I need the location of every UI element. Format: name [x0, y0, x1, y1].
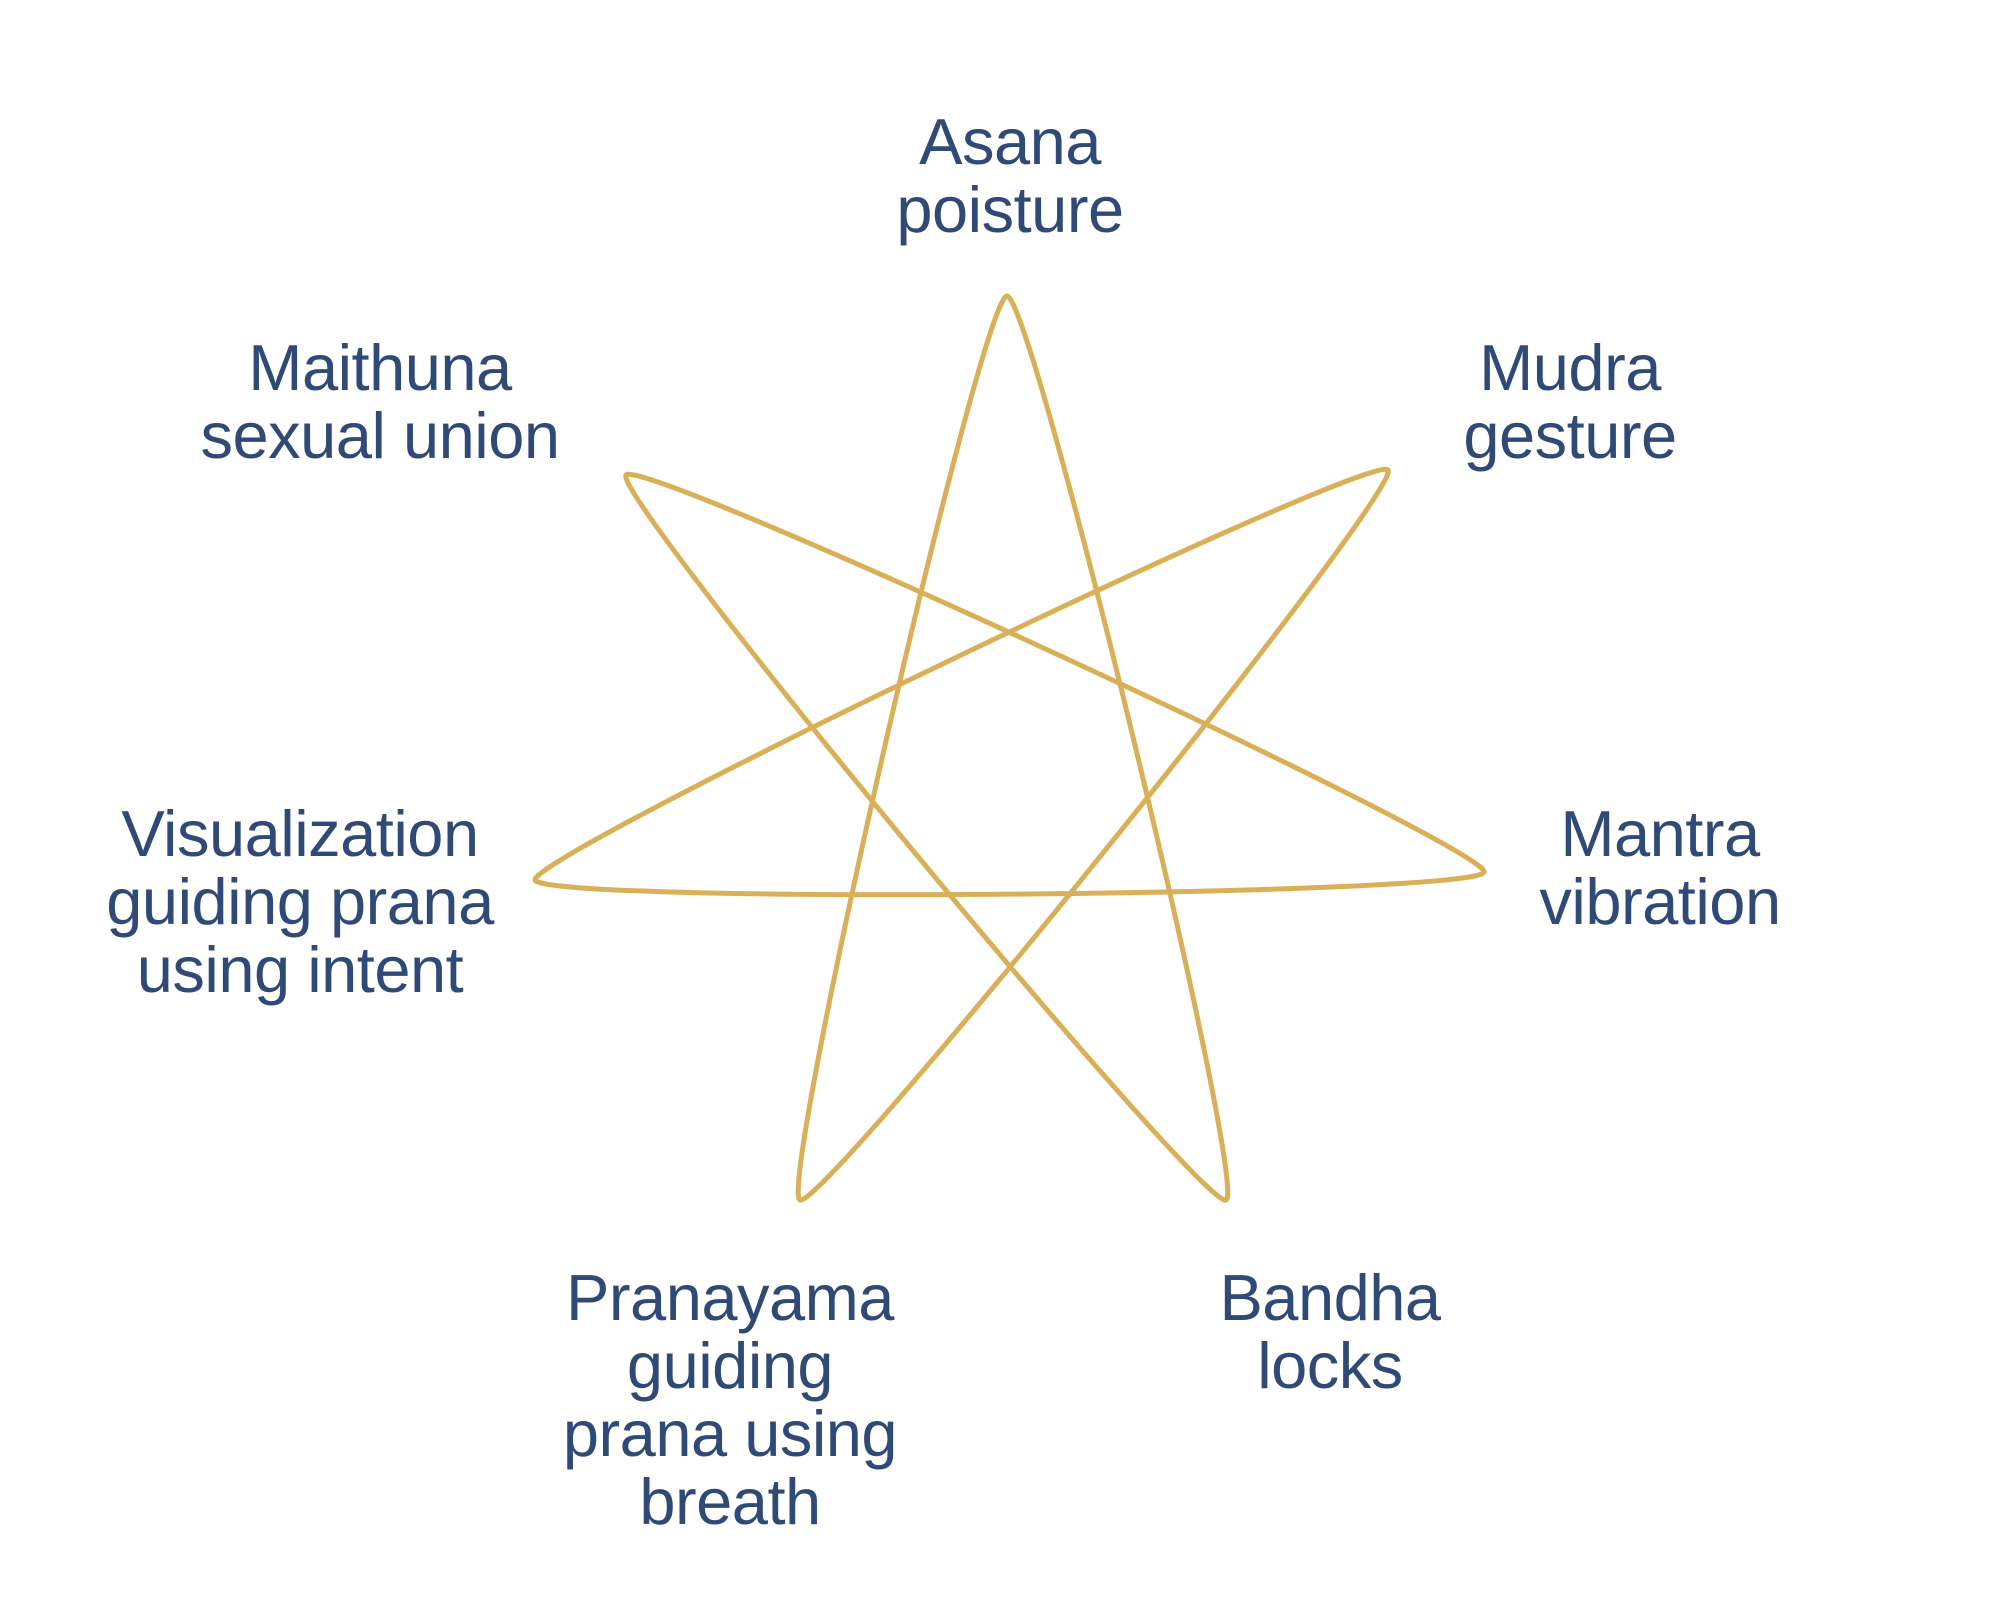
label-maithuna-title: Maithuna: [248, 331, 512, 404]
label-mudra-subtitle: gesture: [1463, 399, 1677, 472]
label-mudra-title: Mudra: [1479, 331, 1661, 404]
label-visualization-subtitle-2: using intent: [136, 933, 464, 1006]
label-asana-subtitle: poisture: [896, 173, 1124, 246]
label-mantra: Mantra vibration: [1500, 800, 1820, 936]
label-mantra-title: Mantra: [1560, 797, 1760, 870]
label-visualization: Visualization guiding prana using intent: [70, 800, 530, 1004]
label-mudra: Mudra gesture: [1420, 334, 1720, 470]
label-visualization-title: Visualization: [121, 797, 479, 870]
label-pranayama-subtitle-3: breath: [639, 1465, 821, 1538]
label-pranayama: Pranayama guiding prana using breath: [530, 1264, 930, 1536]
label-bandha-subtitle: locks: [1257, 1329, 1403, 1402]
label-bandha: Bandha locks: [1180, 1264, 1480, 1400]
label-pranayama-title: Pranayama: [566, 1261, 894, 1334]
label-asana-title: Asana: [919, 105, 1101, 178]
label-mantra-subtitle: vibration: [1539, 865, 1781, 938]
label-asana: Asana poisture: [870, 108, 1150, 244]
label-maithuna: Maithuna sexual union: [170, 334, 590, 470]
label-bandha-title: Bandha: [1219, 1261, 1441, 1334]
seven-pointed-star: [532, 293, 1487, 1203]
label-pranayama-subtitle-1: guiding: [626, 1329, 834, 1402]
label-visualization-subtitle-1: guiding prana: [106, 865, 494, 938]
label-pranayama-subtitle-2: prana using: [562, 1397, 898, 1470]
label-maithuna-subtitle: sexual union: [200, 399, 561, 472]
